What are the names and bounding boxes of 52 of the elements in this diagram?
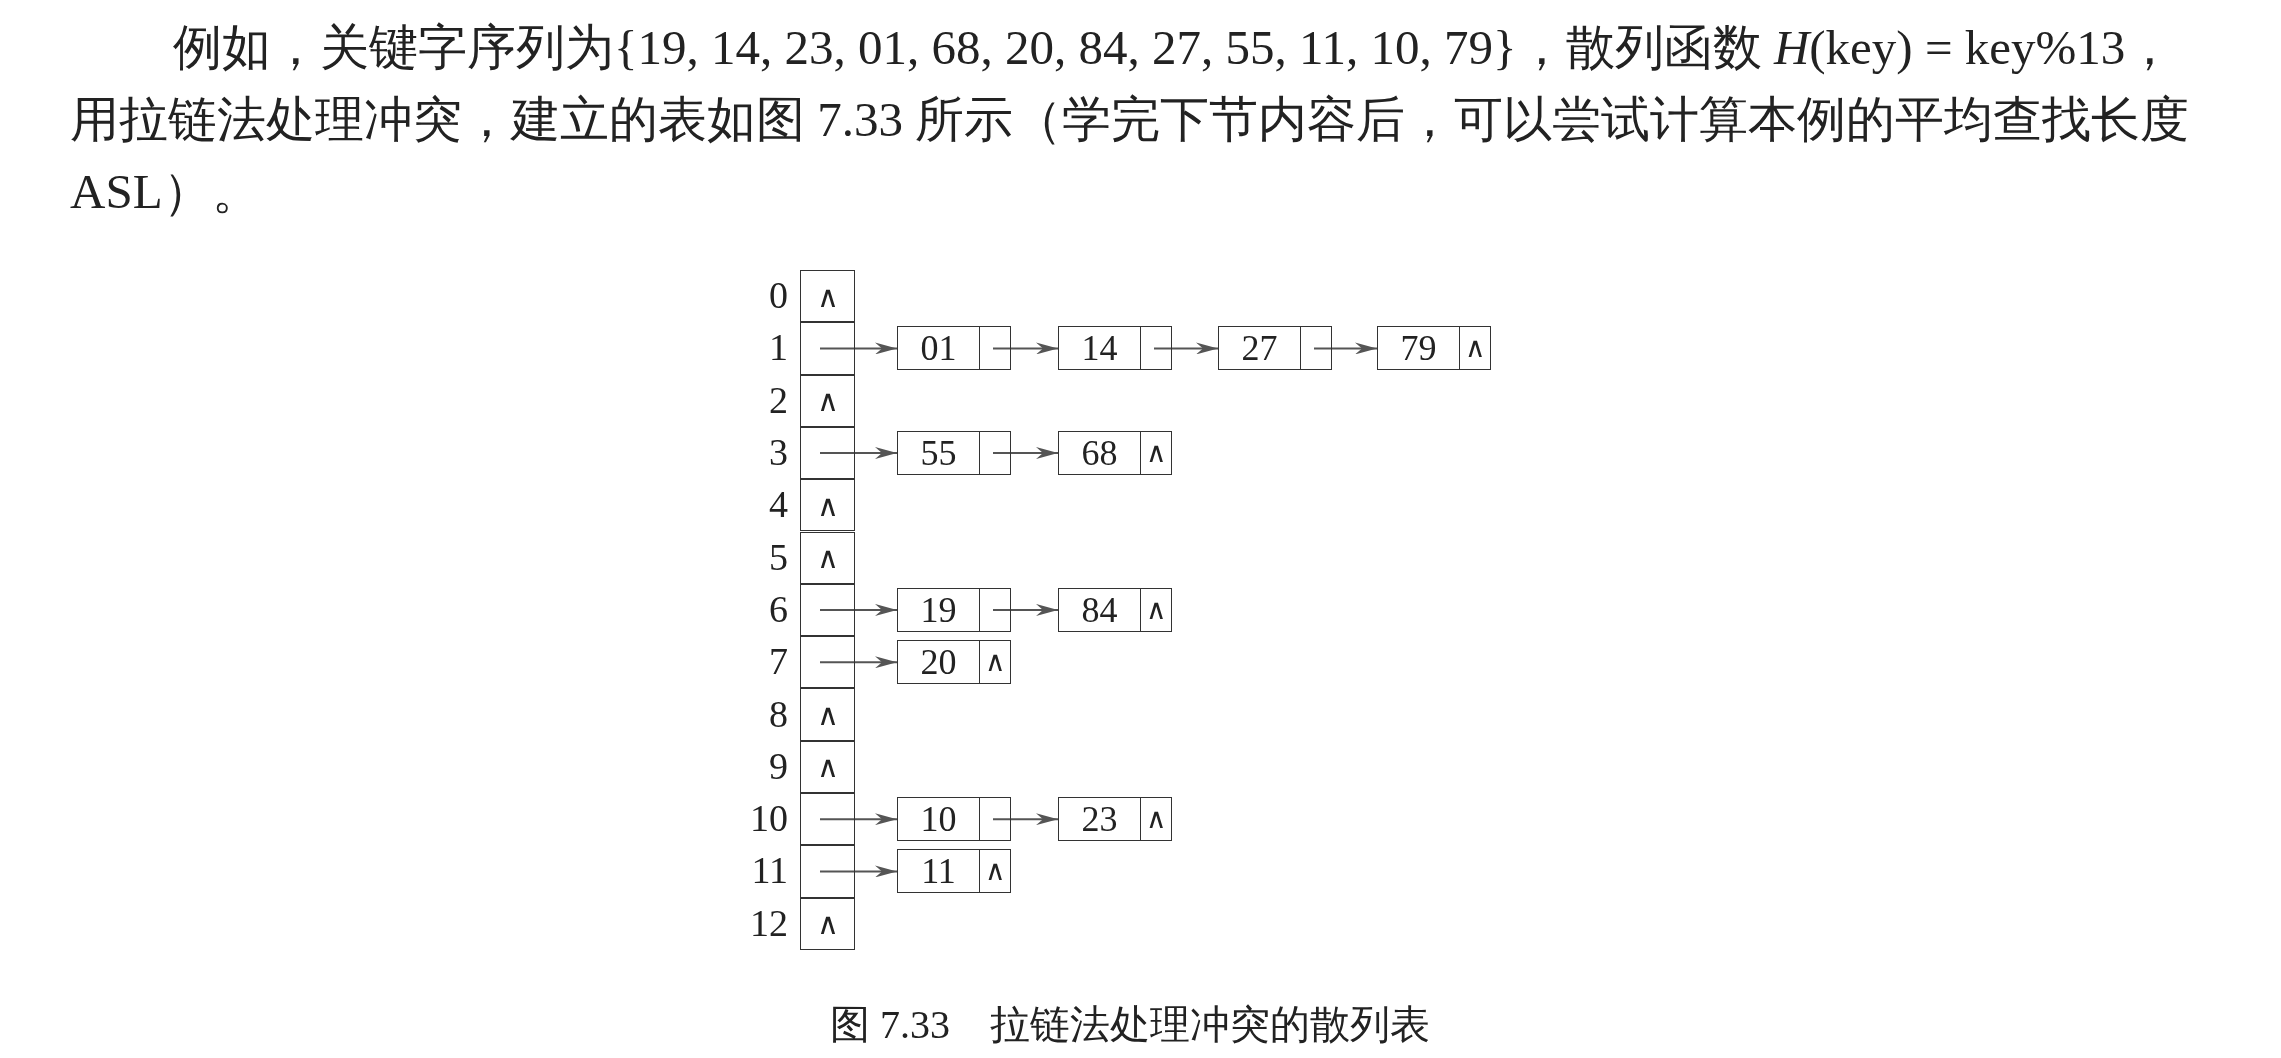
slot-index: 11 xyxy=(750,851,788,890)
list-node: 84 ∧ xyxy=(1058,587,1172,632)
list-node: 01 xyxy=(897,326,1011,371)
hash-slot: ∧ xyxy=(800,479,855,532)
list-node: 23 ∧ xyxy=(1058,797,1172,842)
slot-index: 10 xyxy=(749,799,788,838)
hash-slot: ∧ xyxy=(800,740,855,793)
list-node: 20 ∧ xyxy=(897,640,1011,685)
hash-slot xyxy=(800,426,855,480)
arrow xyxy=(1313,342,1378,355)
arrow xyxy=(819,813,898,826)
list-node: 55 xyxy=(897,431,1011,476)
slot-index: 7 xyxy=(768,642,788,681)
arrow xyxy=(819,342,898,355)
arrow xyxy=(819,865,898,878)
figure-caption: 图 7.33 拉链法处理冲突的散列表 xyxy=(829,1001,1431,1049)
list-node: 10 xyxy=(897,797,1011,842)
arrow xyxy=(819,603,898,616)
list-node: 27 xyxy=(1218,326,1332,371)
slot-index: 1 xyxy=(768,328,788,367)
slot-index: 2 xyxy=(768,380,788,419)
hash-slot xyxy=(800,793,855,846)
hash-slot xyxy=(800,583,855,637)
slot-index: 12 xyxy=(749,903,788,942)
arrow xyxy=(992,813,1059,826)
arrow xyxy=(819,447,898,460)
hash-slot xyxy=(800,845,855,898)
list-node: 79 ∧ xyxy=(1377,326,1491,371)
list-node: 11 ∧ xyxy=(897,849,1011,894)
arrow xyxy=(992,342,1059,355)
hash-slot xyxy=(800,322,855,375)
slot-index: 4 xyxy=(768,485,788,524)
list-node: 19 xyxy=(897,587,1011,632)
hash-slot: ∧ xyxy=(800,688,855,741)
arrow xyxy=(819,656,898,669)
paragraph: 例如，关键字序列为{19, 14, 23, 01, 68, 20, 84, 27, 55, 11, 10, 79}，散列函数 H(key) = key%13，用拉链法处理冲突，建立的表如图 7.33 所示（学完下节内容后，可以尝试计算本例的平均查找长度 ASL）。 xyxy=(70,19,2191,221)
hash-slot xyxy=(800,636,855,689)
slot-index: 8 xyxy=(768,694,788,733)
hash-slot: ∧ xyxy=(800,270,855,323)
slot-index: 0 xyxy=(768,276,788,315)
arrow xyxy=(992,603,1059,616)
slot-index: 9 xyxy=(768,746,788,785)
arrow xyxy=(992,447,1059,460)
list-node: 14 xyxy=(1058,326,1172,371)
hash-slot: ∧ xyxy=(800,897,855,950)
hash-slot: ∧ xyxy=(800,531,855,584)
slot-index: 3 xyxy=(768,433,788,472)
slot-index: 5 xyxy=(768,537,788,576)
arrow xyxy=(1153,342,1219,355)
slot-index: 6 xyxy=(768,589,788,628)
list-node: 68 ∧ xyxy=(1058,431,1172,476)
hash-slot: ∧ xyxy=(800,374,855,427)
